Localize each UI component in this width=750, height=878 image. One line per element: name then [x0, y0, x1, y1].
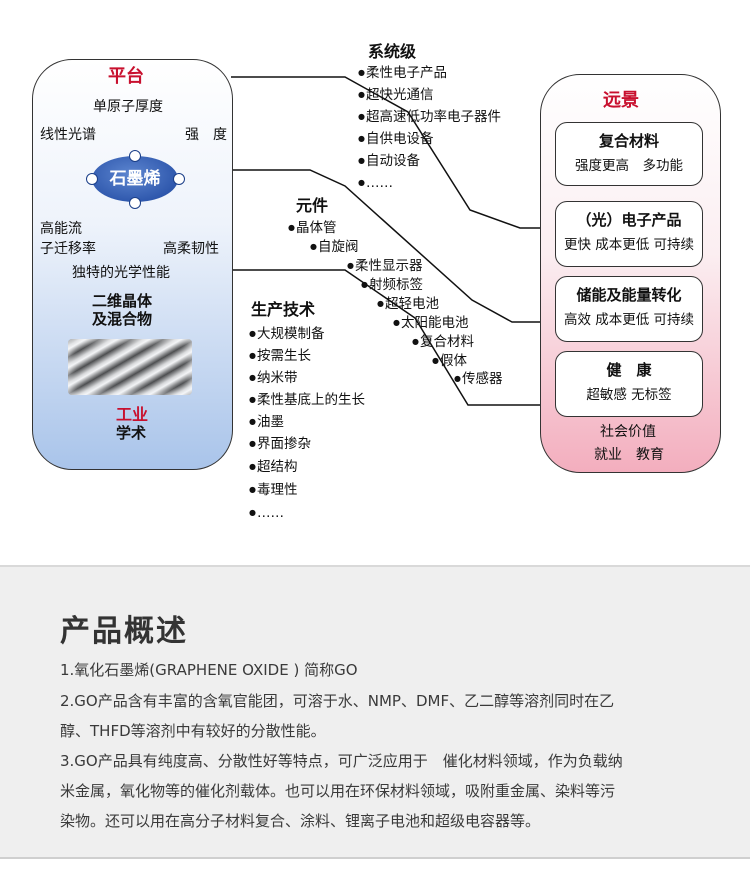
vision-card-health: 健 康 超敏感 无标签 — [555, 351, 703, 417]
overview-line: 米金属，氧化物等的催化剂载体。也可以用在环保材料领域，吸附重金属、染料等污 — [60, 780, 615, 802]
node-handle-right — [173, 173, 185, 185]
component-item: 复合材料 — [412, 333, 474, 353]
social-value-label: 社会价值 — [600, 423, 656, 441]
node-handle-left — [86, 173, 98, 185]
vision-card-composites: 复合材料 强度更高 多功能 — [555, 122, 703, 186]
system-item: 柔性电子产品 — [358, 64, 447, 84]
overview-line: 3.GO产品具有纯度高、分散性好等特点，可广泛应用于 催化材料领域，作为负载纳 — [60, 750, 623, 772]
production-item: 毒理性 — [249, 481, 297, 501]
node-handle-top — [129, 150, 141, 162]
card-title: 储能及能量转化 — [556, 285, 702, 305]
production-item: 界面掺杂 — [249, 435, 311, 455]
jobs-education-label: 就业 教育 — [594, 446, 664, 464]
platform-title: 平台 — [108, 68, 144, 86]
card-body: 强度更高 多功能 — [556, 157, 702, 175]
card-body: 超敏感 无标签 — [556, 386, 702, 404]
production-item: 按需生长 — [249, 347, 311, 367]
card-title: 健 康 — [556, 360, 702, 380]
component-item: 射频标签 — [361, 276, 423, 296]
system-level-title: 系统级 — [368, 38, 416, 62]
component-item: 太阳能电池 — [393, 314, 468, 334]
system-item: 超快光通信 — [358, 86, 433, 106]
production-title: 生产技术 — [251, 296, 315, 320]
overview-line: 染物。还可以用在高分子材料复合、涂料、锂离子电池和超级电容器等。 — [60, 810, 540, 832]
vision-title: 远景 — [603, 92, 639, 110]
card-title: 复合材料 — [556, 131, 702, 151]
component-item: 自旋阀 — [310, 238, 358, 258]
node-handle-bottom — [129, 197, 141, 209]
overview-line: 醇、THFD等溶剂中有较好的分散性能。 — [60, 720, 326, 742]
component-item: 传感器 — [454, 370, 502, 390]
property-linear-spectrum: 线性光谱 — [40, 126, 96, 144]
component-item: 超轻电池 — [377, 295, 439, 315]
industry-label: 工业 — [116, 406, 148, 424]
system-item: 自动设备 — [358, 152, 420, 172]
production-item: 油墨 — [249, 413, 284, 433]
production-item: 大规模制备 — [249, 325, 324, 345]
property-2d-crystal: 二维晶体 — [92, 292, 152, 310]
property-single-atom-thickness: 单原子厚度 — [93, 98, 163, 116]
property-high-energy-flow: 高能流 — [40, 220, 82, 238]
graphene-application-diagram: 平台 单原子厚度 线性光谱 强 度 石墨烯 高能流 子迁移率 高柔韧性 独特的光… — [0, 0, 750, 565]
system-item: …… — [358, 174, 393, 194]
vision-card-energy: 储能及能量转化 高效 成本更低 可持续 — [555, 276, 703, 342]
academia-label: 学术 — [116, 424, 146, 442]
production-item: 纳米带 — [249, 369, 297, 389]
property-high-flexibility: 高柔韧性 — [163, 240, 219, 258]
system-item: 自供电设备 — [358, 130, 433, 150]
components-title: 元件 — [296, 192, 328, 216]
card-title: （光）电子产品 — [556, 210, 702, 230]
graphene-structure-image — [68, 339, 192, 395]
vision-card-electronics: （光）电子产品 更快 成本更低 可持续 — [555, 201, 703, 267]
property-strength: 强 度 — [185, 126, 227, 144]
component-item: 柔性显示器 — [347, 257, 422, 277]
production-item: …… — [249, 504, 284, 524]
component-item: 假体 — [432, 352, 467, 372]
property-optical: 独特的光学性能 — [72, 264, 170, 282]
production-item: 柔性基底上的生长 — [249, 391, 365, 411]
property-carrier-mobility: 子迁移率 — [40, 240, 96, 258]
bottom-rule — [0, 857, 750, 859]
card-body: 高效 成本更低 可持续 — [556, 311, 702, 329]
overview-line: 1.氧化石墨烯(GRAPHENE OXIDE ) 简称GO — [60, 659, 358, 681]
graphene-node: 石墨烯 — [92, 156, 178, 202]
component-item: 晶体管 — [288, 219, 336, 239]
card-body: 更快 成本更低 可持续 — [556, 236, 702, 254]
system-item: 超高速低功率电子器件 — [358, 108, 501, 128]
production-item: 超结构 — [249, 458, 297, 478]
product-overview-title: 产品概述 — [60, 606, 188, 650]
overview-line: 2.GO产品含有丰富的含氧官能团，可溶于水、NMP、DMF、乙二醇等溶剂同时在乙 — [60, 690, 614, 712]
property-mixtures: 及混合物 — [92, 310, 152, 328]
